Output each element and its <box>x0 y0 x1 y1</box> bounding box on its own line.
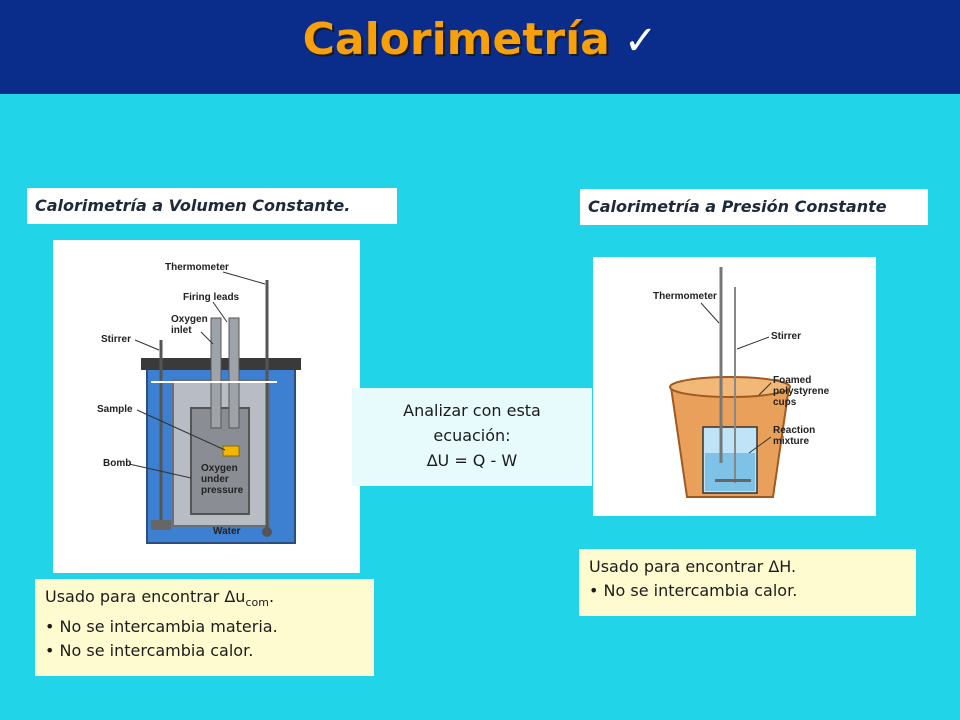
title-text: Calorimetría <box>302 14 610 65</box>
label-reaction-1: Reaction <box>773 425 815 436</box>
label-reaction-2: mixture <box>773 436 810 447</box>
leader-thermometer <box>222 271 266 285</box>
constant-volume-label: Calorimetría a Volumen Constante. <box>27 188 397 224</box>
label-thermometer: Thermometer <box>165 262 229 273</box>
bomb-calorimeter-diagram: Thermometer Firing leads Oxygen inlet St… <box>97 262 301 544</box>
reaction-mixture-liquid <box>705 453 755 491</box>
label-oxygen-under-2: under <box>201 474 229 485</box>
label-oxygen-2: inlet <box>171 325 192 336</box>
leader-firing-leads <box>212 301 228 323</box>
leader-stirrer <box>736 336 770 350</box>
label-sample: Sample <box>97 404 133 415</box>
leader-foamed <box>758 382 772 396</box>
label-foamed-2: polystyrene <box>773 386 830 397</box>
leader-sample <box>136 409 226 451</box>
constant-volume-note: Usado para encontrar Δucom. • No se inte… <box>35 579 374 676</box>
label-oxygen-under-3: pressure <box>201 485 244 496</box>
oxygen-tube-left <box>210 317 222 429</box>
label-foamed-1: Foamed <box>773 375 811 386</box>
label-water: Water <box>213 526 241 537</box>
stirrer-paddle <box>715 479 751 482</box>
oxygen-tube-right <box>228 317 240 429</box>
note-line-1: Usado para encontrar ΔH. <box>589 557 797 576</box>
note-line-3: • No se intercambia calor. <box>45 641 254 661</box>
cup-rim <box>669 376 791 398</box>
leader-oxygen <box>200 331 214 345</box>
label-bomb: Bomb <box>103 458 131 469</box>
constant-pressure-note: Usado para encontrar ΔH. • No se interca… <box>579 549 916 616</box>
equation-text: ∆U = Q - W <box>426 451 518 470</box>
label-firing-leads: Firing leads <box>183 292 240 303</box>
header-bar <box>0 0 960 94</box>
bomb-calorimeter-image: Thermometer Firing leads Oxygen inlet St… <box>53 240 360 573</box>
leader-reaction <box>748 436 772 454</box>
label-stirrer: Stirrer <box>771 331 801 342</box>
label-stirrer: Stirrer <box>101 334 131 345</box>
coffee-cup-calorimeter-diagram: Thermometer Stirrer Foamed polystyrene c… <box>653 267 830 498</box>
stirrer-paddle <box>151 520 171 530</box>
label-oxygen-under-1: Oxygen <box>201 463 238 474</box>
leader-bomb <box>128 463 192 479</box>
coffee-cup-calorimeter-image: Thermometer Stirrer Foamed polystyrene c… <box>593 257 876 516</box>
equation-intro-line2: ecuación: <box>433 426 511 445</box>
equation-box: Analizar con esta ecuación: ∆U = Q - W <box>352 388 592 486</box>
leader-stirrer <box>134 339 160 351</box>
note-line-2: • No se intercambia calor. <box>589 581 798 600</box>
constant-pressure-label: Calorimetría a Presión Constante <box>580 189 928 225</box>
note-line-2: • No se intercambia materia. <box>45 617 278 637</box>
equation-intro-line1: Analizar con esta <box>403 401 541 420</box>
page-title: Calorimetría ✓ <box>0 14 960 65</box>
leader-thermometer <box>700 302 720 324</box>
label-foamed-3: cups <box>773 397 797 408</box>
label-thermometer: Thermometer <box>653 291 717 302</box>
sample-cup <box>222 445 240 457</box>
checkmark-icon: ✓ <box>623 18 658 64</box>
note-line-1: Usado para encontrar Δucom. <box>45 585 364 615</box>
label-oxygen-1: Oxygen <box>171 314 208 325</box>
note-line-1-text: Usado para encontrar Δu <box>45 587 246 606</box>
thermometer-bulb <box>262 527 272 537</box>
note-line-1-sub: com <box>245 596 269 610</box>
note-line-1-suffix: . <box>268 587 275 606</box>
